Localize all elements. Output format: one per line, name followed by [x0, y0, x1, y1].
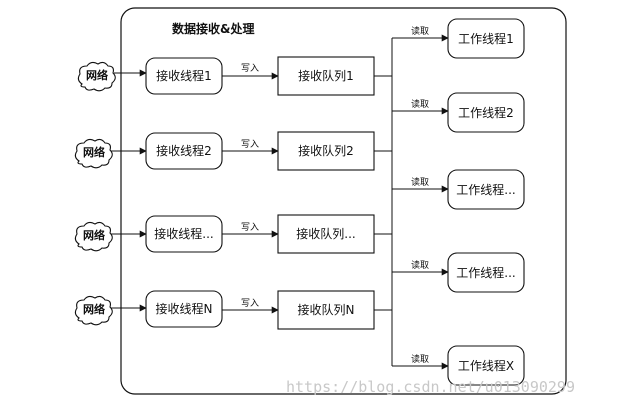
cloud-shape — [74, 221, 113, 252]
write-arrow-2: 写入 — [222, 139, 279, 155]
worker-thread-1: 工作线程1 — [447, 18, 525, 59]
receive-thread-label: 接收线程1 — [156, 68, 212, 83]
receive-queue-box — [277, 290, 375, 330]
network-label: 网络 — [83, 228, 105, 242]
receive-queue-box — [277, 214, 375, 254]
network-cloud-1: 网络 — [77, 61, 116, 92]
receive-queue-label: 接收队列1 — [298, 68, 354, 83]
receive-queue-label: 接收队列2 — [298, 143, 354, 158]
worker-thread-box — [447, 18, 525, 59]
network-cloud-4: 网络 — [74, 295, 113, 326]
container-frame — [120, 7, 567, 395]
network-label: 网络 — [83, 145, 105, 159]
write-label: 写入 — [241, 222, 259, 233]
write-label: 写入 — [241, 298, 259, 309]
worker-thread-label: 工作线程1 — [458, 31, 514, 46]
receive-queue-box — [277, 56, 375, 96]
receive-queue-box — [277, 131, 375, 171]
cloud-shape — [74, 138, 113, 169]
worker-thread-box — [447, 169, 525, 210]
write-arrow-3: 写入 — [222, 222, 279, 238]
read-arrow-4: 读取 — [392, 259, 449, 276]
receive-queue-4: 接收队列N — [277, 290, 375, 330]
receive-thread-1: 接收线程1 — [145, 57, 223, 95]
read-label: 读取 — [411, 25, 429, 37]
worker-thread-4: 工作线程... — [447, 252, 525, 293]
read-arrow-3: 读取 — [392, 176, 449, 193]
read-arrow-2: 读取 — [392, 98, 449, 115]
read-arrow-1: 读取 — [392, 25, 449, 42]
receive-thread-label: 接收线程2 — [156, 143, 212, 158]
read-label: 读取 — [411, 259, 429, 271]
write-label: 写入 — [241, 63, 259, 74]
worker-thread-label: 工作线程X — [458, 358, 514, 373]
receive-thread-label: 接收线程... — [154, 226, 213, 241]
write-arrow-1: 写入 — [222, 63, 279, 80]
worker-thread-box — [447, 345, 525, 386]
network-cloud-3: 网络 — [74, 221, 113, 252]
receive-queue-label: 接收队列... — [296, 226, 355, 241]
watermark: https://blog.csdn.net/u013090299 — [286, 378, 575, 396]
worker-thread-5: 工作线程X — [447, 345, 525, 386]
worker-thread-label: 工作线程2 — [458, 105, 514, 120]
worker-thread-label: 工作线程... — [456, 265, 515, 280]
network-cloud-2: 网络 — [74, 138, 113, 169]
receive-queue-3: 接收队列... — [277, 214, 375, 254]
receive-queue-label: 接收队列N — [298, 302, 355, 317]
read-label: 读取 — [411, 98, 429, 110]
receive-queue-1: 接收队列1 — [277, 56, 375, 96]
worker-thread-3: 工作线程... — [447, 169, 525, 210]
receive-thread-3: 接收线程... — [145, 215, 223, 253]
receive-thread-4: 接收线程N — [145, 290, 223, 328]
cloud-shape — [74, 295, 113, 326]
read-arrow-5: 读取 — [392, 353, 449, 370]
network-label: 网络 — [83, 302, 105, 316]
read-label: 读取 — [411, 353, 429, 365]
worker-thread-box — [447, 92, 525, 133]
worker-thread-2: 工作线程2 — [447, 92, 525, 133]
write-arrow-4: 写入 — [222, 298, 279, 314]
worker-thread-label: 工作线程... — [456, 182, 515, 197]
write-label: 写入 — [241, 139, 259, 150]
diagram-title: 数据接收&处理 — [172, 21, 254, 36]
read-label: 读取 — [411, 176, 429, 188]
receive-queue-2: 接收队列2 — [277, 131, 375, 171]
receive-thread-box — [145, 290, 223, 328]
network-label: 网络 — [86, 68, 108, 82]
receive-thread-2: 接收线程2 — [145, 132, 223, 170]
worker-thread-box — [447, 252, 525, 293]
cloud-shape — [77, 61, 116, 92]
receive-thread-label: 接收线程N — [156, 301, 213, 316]
